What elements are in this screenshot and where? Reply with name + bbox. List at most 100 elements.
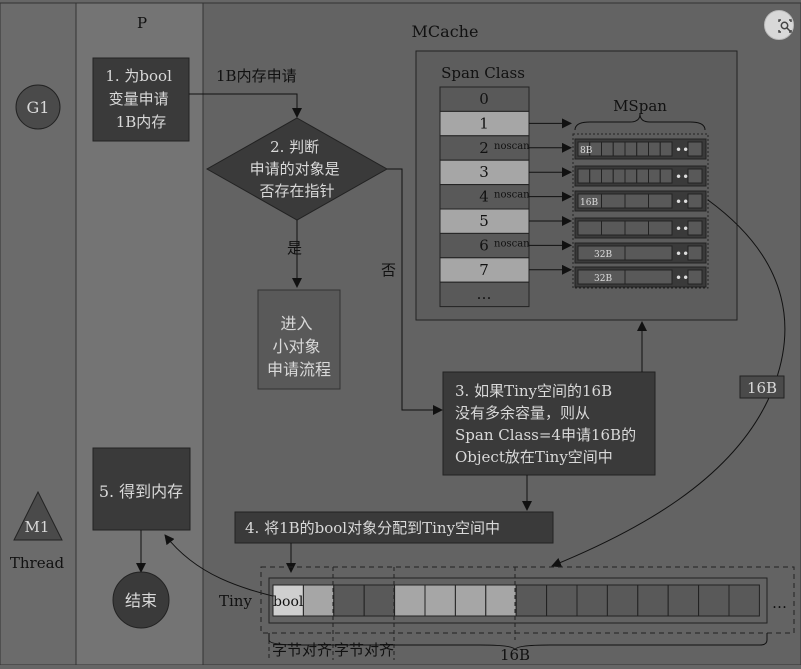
mspan-object-cell bbox=[577, 168, 591, 184]
mspan-dots: •• bbox=[675, 271, 689, 285]
mspan-object-cell bbox=[648, 168, 661, 184]
span-class-row-label: 2 bbox=[479, 139, 489, 157]
span-class-title: Span Class bbox=[441, 64, 525, 82]
mspan-object-cell bbox=[601, 141, 614, 157]
step5-text: 5. 得到内存 bbox=[99, 482, 183, 501]
mspan-object-cell bbox=[624, 141, 638, 157]
tiny-byte-cell bbox=[333, 584, 365, 617]
mspan-last-cell bbox=[687, 269, 703, 285]
small-object-flow-node bbox=[257, 289, 341, 390]
mspan-object-cell bbox=[648, 220, 673, 236]
step2-line1: 2. 判断 bbox=[270, 138, 319, 156]
step1-text: 1. 为bool 变量申请 1B内存 bbox=[105, 67, 176, 131]
tiny-byte-cell bbox=[667, 584, 700, 617]
tiny-byte-cell bbox=[454, 584, 487, 617]
p-column-label: P bbox=[137, 14, 147, 32]
span-class-row bbox=[439, 86, 530, 112]
step1-line2: 变量申请 bbox=[109, 90, 169, 108]
mspan-object-cell bbox=[612, 141, 626, 157]
mspan-object-cell bbox=[624, 269, 673, 285]
step3-line3: Span Class=4申请16B的 bbox=[455, 426, 636, 444]
mspan-dots: •• bbox=[675, 222, 689, 236]
step1-line1: 1. 为bool bbox=[105, 67, 172, 85]
step2-line3: 否存在指针 bbox=[259, 182, 334, 200]
small-flow-line2: 小对象 bbox=[272, 337, 320, 356]
edge-no bbox=[387, 168, 443, 415]
mspan-size-label: 8B bbox=[580, 146, 593, 156]
step2-text: 2. 判断 申请的对象是 否存在指针 bbox=[250, 138, 345, 200]
mspan-object-cell bbox=[601, 193, 626, 209]
tiny-ellipsis: … bbox=[772, 594, 787, 612]
tiny-byte-cell bbox=[363, 584, 396, 617]
end-node bbox=[112, 571, 170, 629]
mspan-object-cell bbox=[589, 168, 602, 184]
noscan-label: noscan bbox=[494, 238, 530, 249]
tiny-16b-brace bbox=[268, 633, 768, 651]
span-class-row bbox=[439, 281, 530, 308]
mspan-object-cell bbox=[601, 168, 614, 184]
align-label-1: 字节对齐 bbox=[272, 641, 332, 659]
mspan-object-cell bbox=[659, 141, 673, 157]
mspan-size-label: 32B bbox=[594, 274, 612, 284]
mspan-last-cell bbox=[687, 220, 703, 236]
mspan-object-cell bbox=[624, 168, 638, 184]
thread-label: Thread bbox=[10, 554, 65, 572]
no-label: 否 bbox=[381, 261, 396, 279]
mspan-size-label: 32B bbox=[594, 250, 612, 260]
yes-label: 是 bbox=[287, 239, 302, 257]
g1-label: G1 bbox=[27, 98, 50, 117]
step3-text: 3. 如果Tiny空间的16B 没有多余容量，则从 Span Class=4申请… bbox=[455, 382, 641, 466]
tiny-byte-cell bbox=[606, 584, 639, 617]
span-class-row-label: 4 bbox=[479, 188, 489, 206]
tiny-cells: bool bbox=[272, 584, 760, 617]
tiny-bool-cell bbox=[272, 584, 304, 617]
tiny-byte-cell bbox=[515, 584, 548, 617]
tiny-byte-cell bbox=[485, 584, 517, 617]
m1-thread-node bbox=[13, 490, 63, 541]
noscan-label: noscan bbox=[494, 190, 530, 201]
edge-label-1b-request: 1B内存申请 bbox=[216, 67, 297, 85]
tiny-byte-cell bbox=[424, 584, 456, 617]
step3-line2: 没有多余容量，则从 bbox=[455, 404, 590, 422]
mspan-label: MSpan bbox=[613, 97, 667, 115]
tiny-outer-block bbox=[268, 577, 768, 624]
mspan-object-cell bbox=[636, 141, 649, 157]
g1-goroutine-node bbox=[15, 84, 61, 130]
step3-line1: 3. 如果Tiny空间的16B bbox=[455, 382, 612, 400]
mspan-last-cell bbox=[687, 168, 703, 184]
mspan-object-cell bbox=[601, 220, 626, 236]
mspan-last-cell bbox=[687, 193, 703, 209]
image-search-icon bbox=[778, 19, 792, 33]
span-class-row-label: 6 bbox=[479, 236, 489, 254]
mspan-object-cell bbox=[648, 193, 673, 209]
mspan-brace bbox=[574, 113, 706, 131]
step1-line3: 1B内存 bbox=[116, 113, 167, 131]
tiny-byte-cell bbox=[698, 584, 730, 617]
span-class-row bbox=[439, 232, 530, 259]
tiny-byte-cell bbox=[302, 584, 335, 617]
mspan-object-cell bbox=[612, 168, 626, 184]
tiny-dashed-frame bbox=[260, 566, 795, 634]
edge-16b-object-to-tiny bbox=[551, 199, 786, 568]
step2-line2: 申请的对象是 bbox=[250, 160, 340, 178]
tiny-label: Tiny bbox=[219, 592, 252, 610]
span-class-row-label: 5 bbox=[479, 212, 489, 230]
visual-search-button[interactable] bbox=[764, 10, 794, 40]
mspan-object-cell bbox=[659, 168, 673, 184]
step3-tiny-refill-node bbox=[442, 371, 656, 476]
mspan-dots: •• bbox=[675, 195, 689, 209]
small-flow-line3: 申请流程 bbox=[267, 360, 331, 379]
end-label: 结束 bbox=[125, 591, 157, 610]
mspan-object-cell bbox=[624, 193, 649, 209]
span-class-row-label: 7 bbox=[479, 261, 489, 279]
tiny-byte-cell bbox=[576, 584, 608, 617]
step5-got-memory-node bbox=[92, 447, 191, 531]
tiny-byte-cell bbox=[546, 584, 578, 617]
span-class-row-label: 0 bbox=[479, 90, 489, 108]
noscan-label: noscan bbox=[494, 141, 530, 152]
span-class-row bbox=[439, 257, 530, 283]
span-class-row-label: … bbox=[477, 285, 492, 303]
mspan-dots: •• bbox=[675, 247, 689, 261]
